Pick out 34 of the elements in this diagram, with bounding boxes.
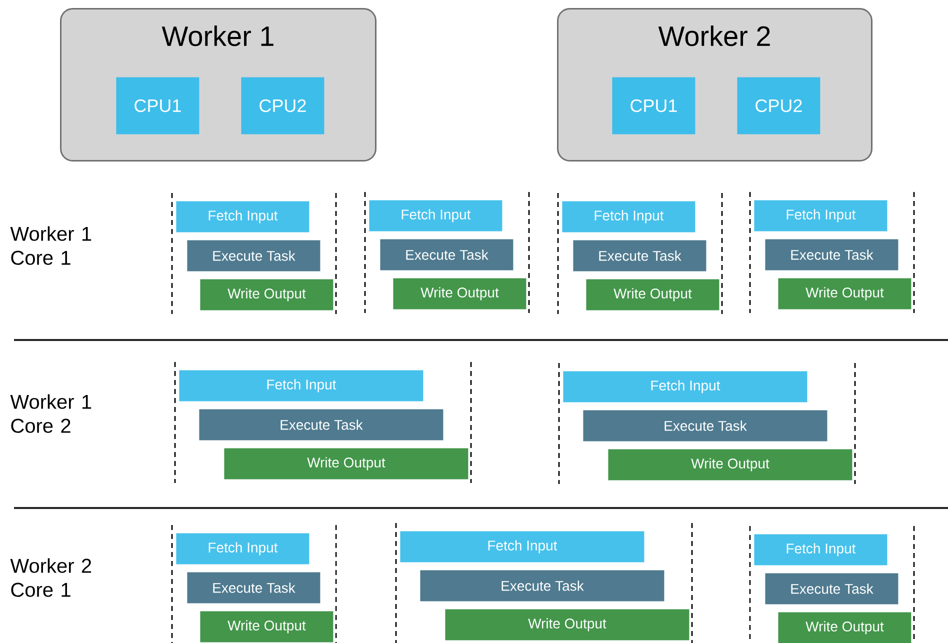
task-bar: Fetch Input <box>179 370 424 402</box>
cpu-box: CPU1 <box>612 77 696 134</box>
task-bar: Write Output <box>200 611 334 642</box>
task-bar: Fetch Input <box>563 371 808 402</box>
task-bar: Write Output <box>778 278 912 310</box>
task-bar: Write Output <box>586 279 720 310</box>
task-bar: Fetch Input <box>176 201 310 232</box>
row-label: Worker 1 Core 2 <box>10 394 92 433</box>
task-bar: Fetch Input <box>754 534 888 566</box>
task-bar: Execute Task <box>187 572 320 604</box>
row-label: Worker 2 Core 1 <box>10 558 92 597</box>
cpu-box: CPU2 <box>241 77 324 134</box>
task-bar: Fetch Input <box>369 200 502 232</box>
task-bar: Execute Task <box>583 410 828 442</box>
task-bar: Fetch Input <box>754 200 888 232</box>
task-bar: Fetch Input <box>176 533 310 564</box>
task-bar: Write Output <box>608 449 852 480</box>
task-bar: Write Output <box>200 279 334 310</box>
task-bar: Execute Task <box>380 239 514 270</box>
task-bar: Execute Task <box>765 239 898 270</box>
task-bar: Write Output <box>393 278 526 310</box>
task-bar: Execute Task <box>765 573 898 604</box>
task-bar: Write Output <box>778 612 912 643</box>
task-bar: Execute Task <box>573 240 706 272</box>
task-bar: Execute Task <box>199 409 444 440</box>
task-bar: Fetch Input <box>400 531 644 562</box>
task-bar: Execute Task <box>187 240 320 272</box>
cpu-box: CPU1 <box>116 77 200 134</box>
task-bar: Write Output <box>224 448 468 480</box>
task-bar: Write Output <box>445 609 690 640</box>
task-bar: Fetch Input <box>562 201 696 232</box>
cpu-box: CPU2 <box>737 77 820 134</box>
task-bar: Execute Task <box>420 570 664 602</box>
row-label: Worker 1 Core 1 <box>10 226 92 265</box>
